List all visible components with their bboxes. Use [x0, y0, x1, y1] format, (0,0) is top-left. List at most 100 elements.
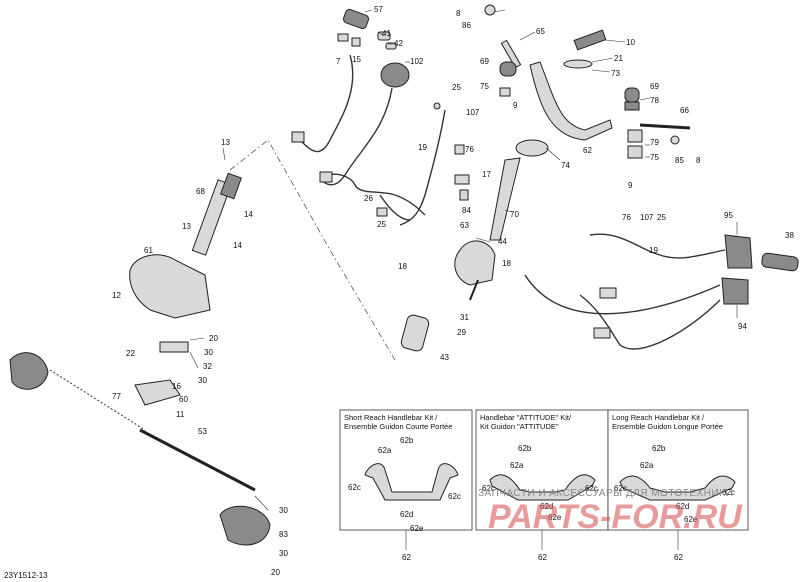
shaft-66: [639, 123, 691, 130]
kit-title-line2: Kit Guidon "ATTITUDE": [480, 422, 559, 431]
kit-title-line1: Short Reach Handlebar Kit /: [344, 413, 438, 422]
callout-30d: 30: [279, 549, 288, 558]
callout-107b: 107: [640, 213, 654, 222]
callout-60: 60: [179, 395, 188, 404]
switch-94: [721, 277, 749, 305]
callout-75a: 75: [480, 82, 489, 91]
callout-17: 17: [482, 170, 491, 179]
callout-8a: 8: [456, 9, 461, 18]
callouts: 57 41 42 7 15 102 8 86 65 10 21 73 69 75…: [112, 5, 794, 577]
knuckle-left: [9, 352, 49, 390]
callout-38: 38: [785, 231, 794, 240]
callout-69a: 69: [480, 57, 489, 66]
joint-68: [220, 172, 242, 200]
callout-20a: 20: [209, 334, 218, 343]
screw-7: [337, 33, 349, 42]
kit-p62d: 62d: [676, 502, 689, 511]
throttle-cable: [319, 87, 393, 186]
callout-25b: 25: [377, 220, 386, 229]
callout-18a: 18: [398, 262, 407, 271]
callout-86: 86: [462, 21, 471, 30]
kit-handlebar: [489, 474, 596, 501]
knuckle-83: [219, 505, 271, 546]
block-79: [627, 129, 643, 143]
callout-69b: 69: [650, 82, 659, 91]
callout-14b: 14: [233, 241, 242, 250]
watermark-logo: PARTS-FOR.RU: [488, 498, 743, 536]
boot-43: [400, 314, 430, 352]
kit-frame: [607, 409, 749, 531]
kit-p62b: 62b: [400, 436, 414, 445]
callout-78: 78: [650, 96, 659, 105]
drawing-code: 23Y1512-13: [4, 571, 48, 580]
bolts-10: [573, 29, 607, 51]
connector-c: [599, 287, 617, 299]
part-86: [484, 4, 496, 16]
callout-25a: 25: [452, 83, 461, 92]
harness-19: [589, 233, 726, 259]
handlebar-62: [529, 61, 613, 141]
callout-30a: 30: [204, 348, 213, 357]
callout-63: 63: [460, 221, 469, 230]
callout-12: 12: [112, 291, 121, 300]
kit-handlebar: [619, 475, 736, 501]
callout-16: 16: [172, 382, 181, 391]
watermark-line1: ЗАПЧАСТИ И АКСЕССУАРЫ ДЛЯ МОТОТЕХНИКИ: [478, 488, 733, 499]
kit-p62a: 62a: [640, 461, 654, 470]
callout-53: 53: [198, 427, 207, 436]
clip-84: [459, 189, 469, 201]
clamp-21: [563, 59, 593, 69]
kit-p62c1: 62c: [482, 484, 495, 493]
callout-42: 42: [394, 39, 403, 48]
callout-14a: 14: [244, 210, 253, 219]
switch-95: [724, 234, 753, 269]
bracket-63: [454, 240, 496, 286]
callout-20b: 20: [271, 568, 280, 577]
kit-p62e: 62e: [684, 515, 698, 524]
kit-handlebar: [364, 463, 459, 501]
callout-13b: 13: [182, 222, 191, 231]
kit-box-attitude: Handlebar "ATTITUDE" Kit/ Kit Guidon "AT…: [475, 409, 609, 562]
switch-assembly: [524, 233, 799, 350]
watermark: ЗАПЧАСТИ И АКСЕССУАРЫ ДЛЯ МОТОТЕХНИКИ PA…: [478, 488, 743, 536]
callout-66: 66: [680, 106, 689, 115]
bracket-60: [134, 379, 181, 406]
callout-62a: 62: [583, 146, 592, 155]
callout-76a: 76: [465, 145, 474, 154]
throttle-102: [380, 62, 410, 88]
harness-b: [327, 173, 426, 216]
callout-94: 94: [738, 322, 747, 331]
kit-p62a: 62a: [510, 461, 524, 470]
harness-e: [579, 294, 721, 350]
bracket-17: [454, 174, 470, 185]
callout-9b: 9: [628, 181, 633, 190]
shaft-31: [469, 279, 479, 301]
callout-65: 65: [536, 27, 545, 36]
tie-rod-left: [49, 369, 146, 431]
callout-57: 57: [374, 5, 383, 14]
harness-c: [379, 194, 411, 221]
callout-83: 83: [279, 530, 288, 539]
throttle-assembly: [291, 8, 470, 226]
callout-7: 7: [336, 57, 341, 66]
kit-p62b: 62b: [518, 444, 532, 453]
support-61: [129, 254, 211, 319]
cable-107: [399, 109, 446, 226]
kit-frame: [475, 409, 609, 531]
connector-d: [593, 327, 611, 339]
callout-30b: 30: [198, 376, 207, 385]
callout-26: 26: [364, 194, 373, 203]
kit-p62e: 62e: [548, 513, 562, 522]
kit-p62d: 62d: [540, 502, 553, 511]
callout-15: 15: [352, 55, 361, 64]
nut-42: [385, 42, 397, 50]
kit-p62c2: 62c: [448, 492, 461, 501]
connector-b: [319, 171, 333, 183]
harness-a: [299, 54, 354, 153]
callout-68: 68: [196, 187, 205, 196]
tie-rod-53: [139, 428, 256, 492]
callout-13a: 13: [221, 138, 230, 147]
callout-9a: 9: [513, 101, 518, 110]
kit-part-number: 62: [402, 553, 411, 562]
kit-title-line1: Long Reach Handlebar Kit /: [612, 413, 705, 422]
